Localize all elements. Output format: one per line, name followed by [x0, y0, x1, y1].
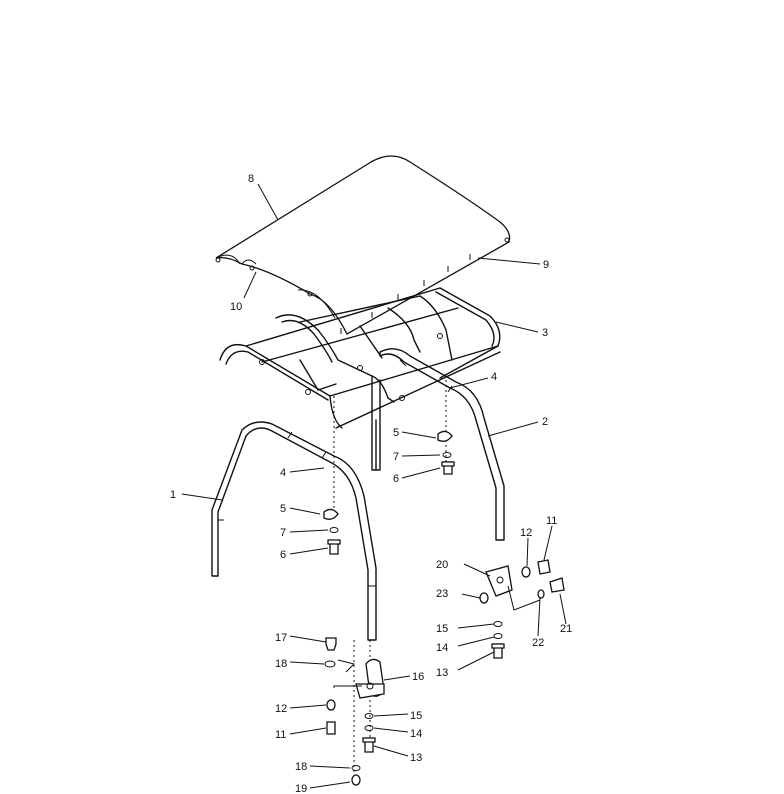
right-arch — [379, 348, 505, 541]
callout-10: 10 — [230, 301, 242, 313]
callout-18-bottom: 18 — [295, 761, 307, 773]
callout-3: 3 — [542, 327, 548, 339]
callout-15-lower: 15 — [410, 710, 422, 722]
callout-5-right: 5 — [393, 427, 399, 439]
left-arch — [211, 421, 377, 641]
bracket-set-lower — [324, 637, 385, 786]
callout-4-left: 4 — [280, 467, 286, 479]
callout-15-right: 15 — [436, 623, 448, 635]
callout-1: 1 — [170, 489, 176, 501]
callout-17: 17 — [275, 632, 287, 644]
callout-4-right: 4 — [491, 371, 497, 383]
callout-13-right: 13 — [436, 667, 448, 679]
callout-5-left: 5 — [280, 503, 286, 515]
callout-6-right: 6 — [393, 473, 399, 485]
callout-18-top: 18 — [275, 658, 287, 670]
callout-12-lower: 12 — [275, 703, 287, 715]
clamp-set-right — [437, 430, 455, 475]
callout-14-lower: 14 — [410, 728, 422, 740]
clamp-set-left — [323, 508, 341, 555]
callout-6-left: 6 — [280, 549, 286, 561]
roof-frame — [219, 287, 501, 429]
canopy-sheet — [215, 155, 511, 335]
callout-23: 23 — [436, 588, 448, 600]
callout-7-right: 7 — [393, 451, 399, 463]
bracket-set-right — [479, 559, 565, 659]
leader-lines — [181, 183, 567, 789]
callout-9: 9 — [543, 259, 549, 271]
callout-22: 22 — [532, 637, 544, 649]
callout-13-lower: 13 — [410, 752, 422, 764]
callout-16: 16 — [412, 671, 424, 683]
callout-11-lower: 11 — [275, 729, 286, 741]
callout-7-left: 7 — [280, 527, 286, 539]
callout-labels: 8 9 10 3 4 2 5 7 6 4 1 5 7 6 12 11 20 23… — [170, 173, 572, 794]
assembly-lines — [333, 380, 447, 780]
callout-11-right: 11 — [546, 515, 557, 527]
callout-14-right: 14 — [436, 642, 448, 654]
callout-12-right: 12 — [520, 527, 532, 539]
rear-posts — [371, 375, 381, 471]
callout-8: 8 — [248, 173, 254, 185]
callout-21: 21 — [560, 623, 572, 635]
callout-19: 19 — [295, 783, 307, 794]
callout-2: 2 — [542, 416, 548, 428]
clips — [340, 254, 471, 334]
callout-20: 20 — [436, 559, 448, 571]
